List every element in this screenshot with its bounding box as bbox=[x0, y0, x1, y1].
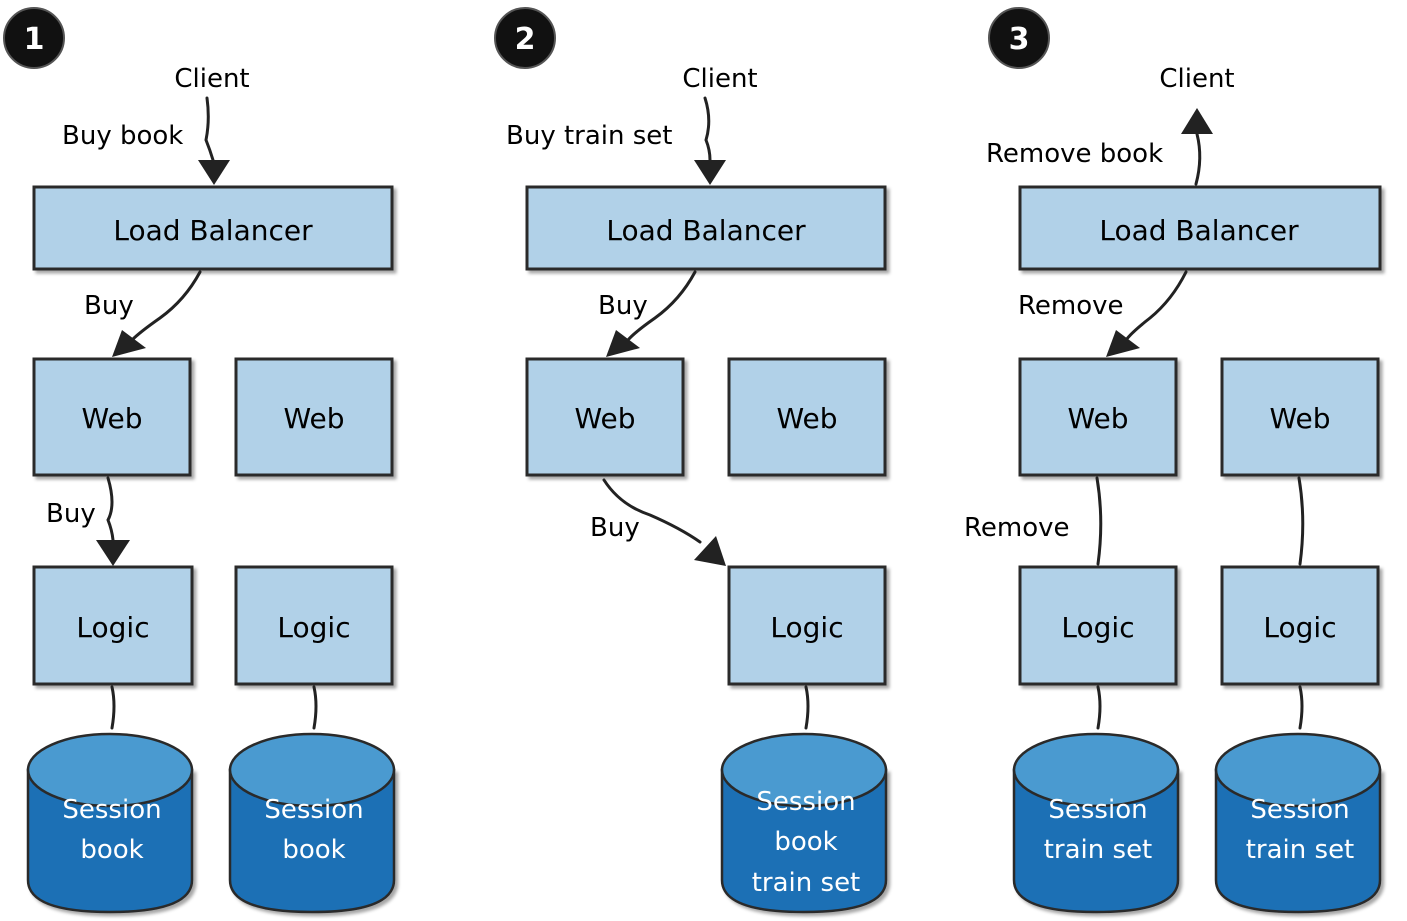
web-label: Web bbox=[574, 402, 635, 435]
connector bbox=[626, 270, 697, 342]
web-box: Web bbox=[1018, 357, 1178, 477]
connector bbox=[312, 685, 318, 730]
lb-to-web-label: Buy bbox=[84, 291, 134, 321]
arrow-up-icon bbox=[1181, 108, 1213, 134]
web-label: Web bbox=[1067, 402, 1128, 435]
session-database: Session book bbox=[26, 732, 194, 914]
session-label: Session bbox=[756, 787, 855, 817]
session-label: Session bbox=[264, 795, 363, 825]
logic-box: Logic bbox=[727, 565, 887, 686]
step-badge-3: 3 bbox=[988, 7, 1050, 69]
session-database: Session train set bbox=[1214, 732, 1382, 914]
session-item: train set bbox=[1044, 835, 1153, 865]
connector bbox=[1096, 685, 1102, 730]
connector bbox=[1124, 270, 1188, 342]
arrow-icon bbox=[694, 536, 726, 566]
connector bbox=[804, 685, 810, 730]
request-label: Buy train set bbox=[506, 121, 673, 151]
logic-label: Logic bbox=[277, 611, 350, 644]
logic-box: Logic bbox=[1220, 565, 1380, 686]
logic-label: Logic bbox=[1263, 611, 1336, 644]
load-balancer-box: Load Balancer bbox=[1018, 185, 1382, 271]
logic-box: Logic bbox=[234, 565, 394, 686]
logic-label: Logic bbox=[1061, 611, 1134, 644]
web-box: Web bbox=[32, 357, 192, 477]
load-balancer-label: Load Balancer bbox=[113, 214, 313, 247]
logic-box: Logic bbox=[32, 565, 194, 686]
web-label: Web bbox=[283, 402, 344, 435]
session-database: Session book train set bbox=[720, 732, 888, 914]
session-item: train set bbox=[1246, 835, 1355, 865]
web-to-logic-label: Remove bbox=[964, 513, 1070, 543]
web-label: Web bbox=[1269, 402, 1330, 435]
web-label: Web bbox=[81, 402, 142, 435]
logic-label: Logic bbox=[76, 611, 149, 644]
web-to-logic-label: Buy bbox=[46, 499, 96, 529]
client-label: Client bbox=[174, 64, 249, 94]
step-number: 2 bbox=[515, 22, 536, 57]
panel-1: 1 Client Buy book Load Balancer Buy Web … bbox=[3, 7, 396, 914]
session-label: Session bbox=[1250, 795, 1349, 825]
session-item: book bbox=[774, 827, 837, 857]
arrow-icon bbox=[1106, 330, 1140, 357]
step-badge-1: 1 bbox=[3, 7, 65, 69]
session-label: Session bbox=[62, 795, 161, 825]
connector bbox=[204, 96, 215, 162]
client-label: Client bbox=[682, 64, 757, 94]
arrow-icon bbox=[606, 330, 640, 357]
web-box: Web bbox=[727, 357, 887, 477]
session-label: Session bbox=[1048, 795, 1147, 825]
connector bbox=[130, 270, 202, 342]
arrow-icon bbox=[112, 330, 146, 357]
load-balancer-box: Load Balancer bbox=[525, 185, 887, 271]
connector bbox=[1095, 476, 1103, 566]
connector bbox=[1297, 476, 1305, 566]
session-item: train set bbox=[752, 868, 861, 898]
load-balancer-label: Load Balancer bbox=[1099, 214, 1299, 247]
web-box: Web bbox=[234, 357, 394, 477]
connector bbox=[110, 685, 116, 730]
panel-3: 3 Client Remove book Load Balancer Remov… bbox=[964, 7, 1382, 914]
session-database: Session book bbox=[228, 732, 396, 914]
logic-label: Logic bbox=[770, 611, 843, 644]
request-label: Buy book bbox=[62, 121, 183, 151]
panel-2: 2 Client Buy train set Load Balancer Buy… bbox=[494, 7, 888, 914]
web-box: Web bbox=[1220, 357, 1380, 477]
session-database: Session train set bbox=[1012, 732, 1180, 914]
web-label: Web bbox=[776, 402, 837, 435]
connector bbox=[602, 478, 702, 544]
connector bbox=[106, 476, 115, 542]
arrow-down-icon bbox=[198, 160, 230, 185]
step-number: 3 bbox=[1009, 22, 1030, 57]
web-box: Web bbox=[525, 357, 685, 477]
request-label: Remove book bbox=[986, 139, 1163, 169]
session-item: book bbox=[80, 835, 143, 865]
connector bbox=[703, 96, 712, 162]
lb-to-web-label: Remove bbox=[1018, 291, 1124, 321]
connector bbox=[1298, 685, 1304, 730]
load-balancer-box: Load Balancer bbox=[32, 185, 394, 271]
load-balancer-label: Load Balancer bbox=[606, 214, 806, 247]
step-number: 1 bbox=[24, 22, 45, 57]
step-badge-2: 2 bbox=[494, 7, 556, 69]
web-to-logic-label: Buy bbox=[590, 513, 640, 543]
client-label: Client bbox=[1159, 64, 1234, 94]
arrow-down-icon bbox=[96, 540, 130, 566]
connector bbox=[1194, 132, 1202, 186]
lb-to-web-label: Buy bbox=[598, 291, 648, 321]
logic-box: Logic bbox=[1018, 565, 1178, 686]
session-item: book bbox=[282, 835, 345, 865]
arrow-down-icon bbox=[694, 160, 726, 185]
